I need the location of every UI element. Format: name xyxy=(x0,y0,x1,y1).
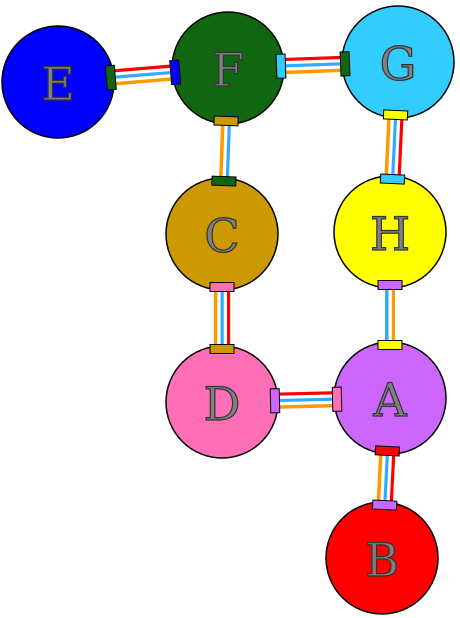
node-C[interactable]: C xyxy=(165,177,279,291)
edge-stripe xyxy=(276,400,337,406)
port-D-A xyxy=(269,388,281,414)
edge-stripe xyxy=(376,451,383,504)
edge-stripe xyxy=(389,452,396,505)
port-A-B xyxy=(374,445,401,457)
edge-stripe xyxy=(386,452,393,505)
node-label: B xyxy=(365,533,399,587)
edge-stripe xyxy=(111,67,175,77)
node-F[interactable]: F xyxy=(171,11,285,125)
edge-G-H xyxy=(384,115,404,179)
edge-stripe xyxy=(397,116,404,179)
node-H[interactable]: H xyxy=(333,175,447,289)
edge-stripe xyxy=(276,403,337,409)
edge-stripe xyxy=(275,391,336,397)
ports-layer xyxy=(104,51,409,511)
edge-stripe xyxy=(112,77,175,86)
port-D-C xyxy=(209,344,235,354)
edge-stripe xyxy=(382,451,390,505)
edge-stripe xyxy=(281,62,345,68)
port-F-C xyxy=(213,115,239,127)
node-D[interactable]: D xyxy=(165,345,279,459)
port-A-H xyxy=(377,340,403,350)
edge-stripe xyxy=(387,115,395,178)
node-label: A xyxy=(372,373,407,427)
node-label: G xyxy=(380,37,417,91)
port-G-H xyxy=(382,109,409,121)
port-C-D xyxy=(209,282,235,292)
node-label: E xyxy=(41,57,75,111)
port-E-F xyxy=(104,64,117,91)
edge-stripe xyxy=(111,64,174,73)
edge-H-A xyxy=(385,286,395,344)
edge-stripe xyxy=(393,116,401,179)
node-label: F xyxy=(212,43,244,97)
edge-stripe xyxy=(219,121,225,180)
edge-F-C xyxy=(219,121,231,181)
node-label: C xyxy=(204,209,239,263)
edge-C-D xyxy=(213,288,231,348)
edge-stripe xyxy=(222,121,228,181)
edge-stripe xyxy=(282,65,345,72)
port-F-E xyxy=(169,59,182,86)
edge-stripe xyxy=(225,122,231,181)
edge-stripe xyxy=(111,70,175,80)
edge-stripe xyxy=(379,451,386,504)
edge-stripe xyxy=(281,58,344,65)
port-H-G xyxy=(379,173,406,185)
edge-stripe xyxy=(281,55,344,62)
edge-D-A xyxy=(275,391,337,409)
edges-layer xyxy=(111,55,404,505)
edge-stripe xyxy=(390,115,398,179)
node-label: H xyxy=(370,207,410,261)
edge-stripe xyxy=(282,68,345,75)
edge-A-B xyxy=(376,451,396,505)
edge-stripe xyxy=(275,397,337,403)
edge-stripe xyxy=(275,394,336,400)
port-A-D xyxy=(331,386,343,412)
port-C-F xyxy=(211,175,237,187)
edge-stripe xyxy=(111,73,175,83)
edge-F-G xyxy=(281,55,345,75)
port-F-G xyxy=(275,53,287,79)
edge-stripe xyxy=(384,115,391,178)
edge-E-F xyxy=(111,64,175,86)
port-B-A xyxy=(371,499,398,511)
node-E[interactable]: E xyxy=(1,25,115,139)
port-H-A xyxy=(377,280,403,290)
node-G[interactable]: G xyxy=(341,5,455,119)
node-A[interactable]: A xyxy=(333,341,447,455)
node-label: D xyxy=(204,377,241,431)
node-B[interactable]: B xyxy=(325,501,439,615)
port-G-F xyxy=(339,51,351,77)
